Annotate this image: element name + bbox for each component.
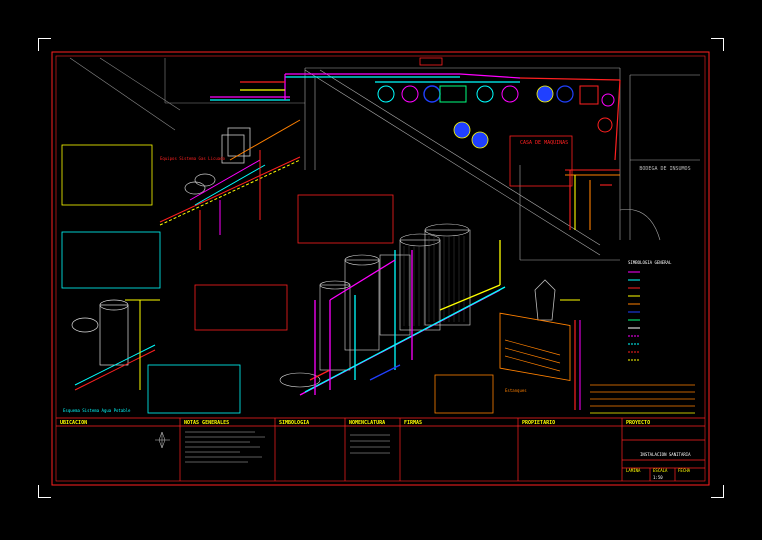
machine-room-box [509,135,573,187]
water-system-title: Esquema Sistema Agua Potable [63,408,131,413]
panel-red-middle [297,194,394,244]
tb-footer-value-scale: 1:50 [653,475,663,480]
crop-mark-bottom-right [711,485,724,498]
tb-section-signatures: FIRMAS [404,420,423,426]
panel-cyan-left [61,231,161,289]
building-plan-outline [304,67,700,261]
panel-orange-small [434,374,494,414]
tank-hatching [403,236,465,326]
tb-section-notes: NOTAS GENERALES [184,420,230,426]
compass-rose [155,431,170,449]
tb-section-symbology: SIMBOLOGIA [279,420,310,426]
tb-project-label: PROYECTO [626,420,651,426]
gas-system-title: Equipos Sistema Gas Licuado [160,156,226,161]
tb-footer-label-scale: ESCALA [653,468,668,473]
outer-frame [51,51,710,486]
machine-room-label: CASA DE MAQUINAS [520,140,568,146]
top-tag-box [419,57,443,66]
legend-title: SIMBOLOGIA GENERAL [628,260,672,265]
crop-mark-top-left [38,38,51,51]
left-diagonal-piping [159,119,301,250]
water-system-bottom-left [71,299,160,391]
legend-swatches [628,271,640,361]
pump-row [377,85,615,149]
tb-section-owner: PROPIETARIO [522,420,556,426]
panel-cyan-bottom [147,364,241,414]
crop-mark-bottom-left [38,485,51,498]
tb-footer-label-sheet: LAMINA [626,468,641,473]
right-area-piping [565,169,620,230]
title-block-frame [56,417,705,481]
notes-text-lines [185,431,390,463]
road-outline [69,57,305,131]
notes-lines-bottom-right [590,384,695,414]
crop-mark-top-right [711,38,724,51]
panel-red-left [194,284,288,331]
storage-tanks [279,223,471,388]
water-heater-group [184,127,251,195]
top-piping [210,73,621,161]
tank-piping [299,240,506,396]
panel-yellow-top [61,144,153,206]
tb-section-location: UBICACION [60,420,88,426]
storage-room-label: BODEGA DE INSUMOS [639,166,690,172]
tanks-label: Estanques [505,388,527,393]
tb-sheet-title: INSTALACION SANITARIA [640,452,691,457]
tb-section-nomenclature: NOMENCLATURA [349,420,386,426]
boiler-unit [499,279,581,410]
tb-footer-label-date: FECHA [678,468,691,473]
inner-frame [55,55,706,482]
